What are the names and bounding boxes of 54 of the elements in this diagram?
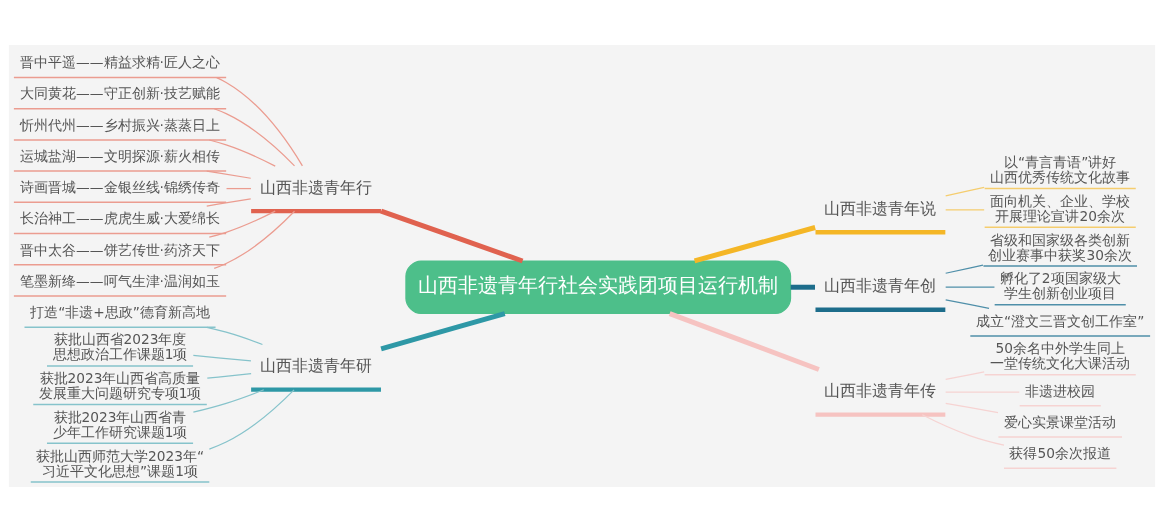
connector	[945, 370, 985, 380]
node-text: 大同黄花——守正创新·技艺赋能	[20, 84, 220, 101]
connector	[213, 107, 296, 167]
node-text: 山西非遗青年研	[260, 355, 373, 375]
node-text: 省级和国家级各类创新创业赛事中获奖30余次	[988, 231, 1132, 263]
connector	[206, 197, 252, 207]
node-text: 山西非遗青年说	[824, 198, 937, 218]
node-text: 诗画晋城——金银丝线·锦绣传奇	[20, 178, 220, 195]
connector	[693, 224, 816, 263]
connector	[945, 186, 985, 196]
node-text: 非遗进校园	[1025, 382, 1096, 399]
node-text: 爱心实景课堂活动	[1004, 413, 1117, 430]
connector	[945, 298, 990, 309]
node-text: 运城盐湖——文明探源·薪火相传	[20, 147, 220, 164]
node-text: 忻州代州——乡村振兴·蒸蒸日上	[20, 116, 220, 133]
node-text: 山西非遗青年创	[824, 275, 937, 295]
connector	[225, 187, 252, 189]
node-text: 打造“非遗+思政”德育新高地	[30, 303, 210, 320]
node-text: 孵化了2项国家级大学生创新创业项目	[999, 269, 1121, 301]
node-box: 山西非遗青年行社会实践团项目运行机制	[405, 259, 792, 314]
node-text: 成立“澄文三晋文创工作室”	[976, 312, 1145, 329]
node-text: 山西非遗青年行	[260, 177, 373, 197]
connector	[921, 413, 1005, 446]
connector	[208, 138, 276, 167]
connector	[216, 76, 304, 166]
connector	[945, 264, 984, 274]
node-text: 获批2023年山西省青少年工作研究课题1项	[52, 408, 188, 440]
connector	[192, 388, 265, 413]
node-text: 获批2023年山西省高质量发展重大问题研究专项1项	[38, 369, 202, 401]
node-text: 50余名中外学生同上一堂传统文化大课活动	[990, 339, 1131, 371]
node-text: 以“青言青语”讲好山西优秀传统文化故事	[990, 153, 1131, 185]
node-text: 获批山西师范大学2023年“习近平文化思想”课题1项	[36, 447, 205, 479]
connector	[945, 208, 985, 210]
node-text: 获得50余次报道	[1009, 444, 1111, 461]
node-text: 山西非遗青年传	[824, 380, 937, 400]
connector	[945, 286, 996, 288]
connector	[206, 170, 252, 179]
connector	[206, 372, 252, 379]
node-text: 长治神工——虎虎生威·大爱绵长	[20, 209, 220, 226]
node-text: 晋中平遥——精益求精·匠人之心	[20, 53, 220, 70]
node-text: 获批山西省2023年度思想政治工作课题1项	[52, 330, 188, 362]
connector	[668, 310, 820, 372]
node-text: 笔墨新绛——呵气生津·温润如玉	[20, 272, 220, 289]
node-text: 面向机关、企业、学校开展理论宣讲20余次	[990, 192, 1131, 224]
connector	[206, 326, 264, 345]
connector	[213, 210, 296, 269]
connector	[790, 284, 815, 290]
connector	[192, 354, 252, 362]
node-text: 晋中太谷——饼艺传世·药济天下	[20, 241, 220, 258]
connector	[380, 310, 506, 351]
connector	[208, 209, 276, 238]
connector	[380, 208, 524, 263]
connector	[945, 402, 999, 413]
connector	[208, 388, 295, 450]
